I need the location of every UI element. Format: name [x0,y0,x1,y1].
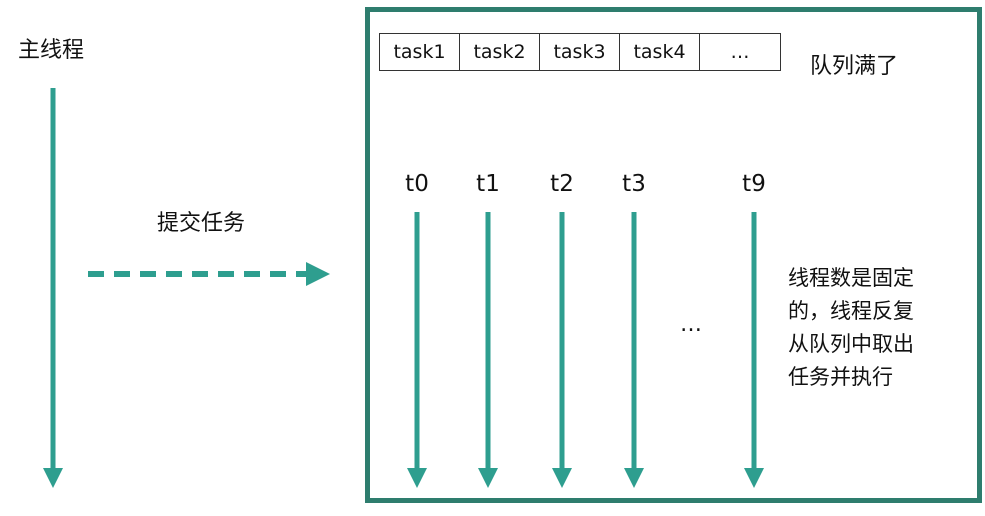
explanation-text: 线程数是固定 的，线程反复 从队列中取出 任务并执行 [788,262,914,394]
task-queue: task1 task2 task3 task4 … [379,33,781,71]
queue-cell-task1: task1 [380,34,460,70]
queue-cell-task4: task4 [620,34,700,70]
thread-label-t3: t3 [622,171,646,197]
explanation-line: 任务并执行 [788,365,893,389]
queue-cell-task3: task3 [540,34,620,70]
thread-label-t9: t9 [742,171,766,197]
queue-cell-ellipsis: … [730,41,750,63]
thread-label-t0: t0 [405,171,429,197]
explanation-line: 线程数是固定 [788,266,914,290]
queue-cell-task2: task2 [460,34,540,70]
thread-label-t1: t1 [476,171,500,197]
thread-label-t2: t2 [550,171,574,197]
main-thread-label: 主线程 [18,38,85,63]
submit-task-label: 提交任务 [157,211,246,236]
queue-full-label: 队列满了 [810,54,899,79]
explanation-line: 的，线程反复 [788,299,914,323]
thread-pool-box [365,7,982,503]
explanation-line: 从队列中取出 [788,332,914,356]
threads-ellipsis: … [680,312,702,337]
